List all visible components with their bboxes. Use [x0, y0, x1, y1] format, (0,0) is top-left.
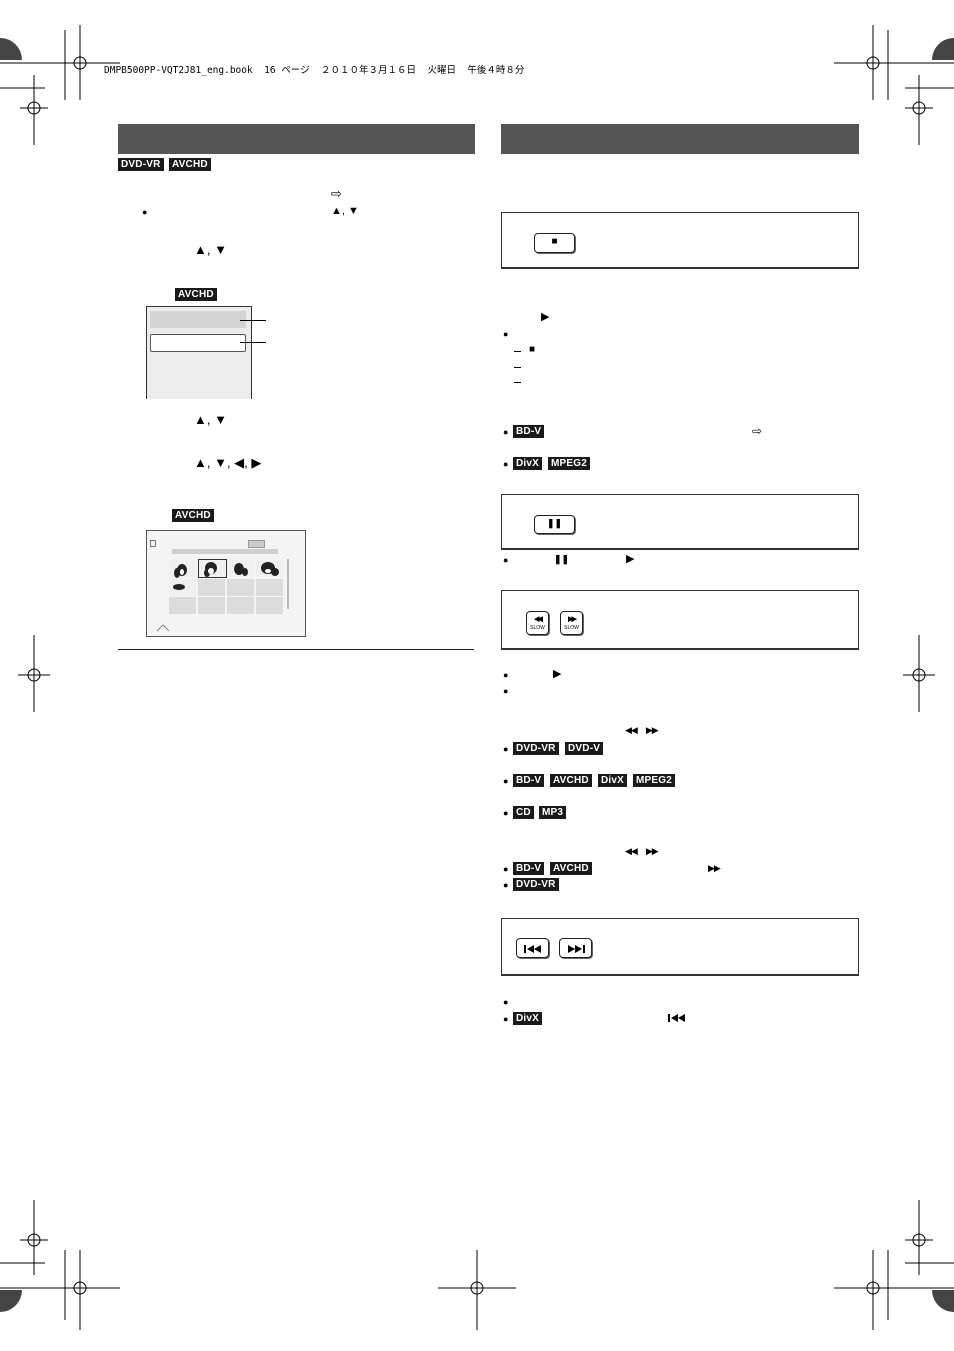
tag-dvd-vr: DVD-VR: [513, 742, 559, 755]
left-section-header-bar: [118, 124, 475, 154]
up-down-buttons: ▲, ▼: [331, 205, 359, 217]
tag-dvd-v: DVD-V: [565, 742, 604, 755]
tag-avchd: AVCHD: [550, 862, 592, 875]
menu-screen-illustration: [146, 306, 252, 399]
bullet: ●: [142, 207, 148, 217]
file-header-line: DMPB500PP-VQT2J81_eng.book 16 ページ ２０１０年３…: [104, 65, 525, 76]
pause-icon-inline: ❚❚: [554, 554, 570, 564]
tag-mpeg2: MPEG2: [548, 457, 591, 470]
pause-icon: ❚❚: [546, 518, 563, 528]
callout-line-2: [240, 342, 266, 343]
right-section-header-bar: [501, 124, 859, 154]
menu-item-selected: [150, 334, 246, 352]
bullet: ●: [503, 686, 509, 696]
skip-previous-icon: [524, 945, 541, 953]
stop-icon: ■: [551, 236, 558, 247]
bullet: ●: [503, 776, 509, 786]
slow-label: SLOW: [530, 625, 545, 631]
tag-dvd-vr: DVD-VR: [513, 878, 559, 891]
menu-item-highlight: [150, 311, 246, 328]
stop-panel: ■: [501, 212, 859, 269]
rewind-icon: ◀◀: [534, 616, 543, 623]
skip-next-button[interactable]: [559, 938, 592, 958]
tag-avchd-screen1: AVCHD: [175, 288, 217, 301]
thumbnail: [227, 579, 254, 596]
left-section-end-rule: [118, 649, 474, 650]
play-icon: ▶: [541, 311, 550, 323]
pause-panel: ❚❚: [501, 494, 859, 550]
tag-bd-v: BD-V: [513, 425, 545, 438]
thumbnail-screen-illustration: [146, 530, 306, 637]
tag-avchd: AVCHD: [550, 774, 592, 787]
callout-line-1: [240, 320, 266, 321]
bullet: ●: [503, 880, 509, 890]
tag-cd: CD: [513, 806, 534, 819]
fast-forward-icon: ▶▶: [568, 616, 577, 623]
tag-dvd-vr: DVD-VR: [118, 158, 164, 171]
bullet: ●: [503, 864, 509, 874]
bullet: ●: [503, 808, 509, 818]
rewind-slow-button[interactable]: ◀◀ SLOW: [526, 611, 549, 635]
tag-bd-v: BD-V: [513, 862, 545, 875]
tag-avchd-screen2: AVCHD: [172, 509, 214, 522]
skip-previous-inline-icon: [668, 1014, 685, 1022]
skip-previous-button[interactable]: [516, 938, 549, 958]
pause-button[interactable]: ❚❚: [534, 515, 575, 534]
play-icon-inline: ▶: [553, 668, 562, 680]
bullet: ●: [503, 329, 509, 339]
dash: [514, 351, 521, 352]
thumbnail: [169, 597, 196, 614]
penguin-images: [156, 562, 279, 632]
bullet: ●: [503, 459, 509, 469]
dash: [514, 367, 521, 368]
direction-buttons: ▲, ▼, ◀, ▶: [194, 455, 262, 470]
scrollbar: [287, 559, 289, 609]
fast-forward-slow-button[interactable]: ▶▶ SLOW: [560, 611, 583, 635]
stop-mark: ■: [529, 344, 536, 355]
bullet: ●: [503, 997, 509, 1007]
up-down-buttons-step: ▲, ▼: [194, 242, 227, 257]
thumbnail: [198, 579, 225, 596]
bullet: ●: [503, 555, 509, 565]
bullet: ●: [503, 427, 509, 437]
search-symbols: ◀◀ ▶▶: [625, 846, 659, 856]
reference-arrow: ⇨: [752, 424, 763, 438]
tag-mp3: MP3: [539, 806, 567, 819]
thumbnail: [227, 597, 254, 614]
dash: [514, 382, 521, 383]
search-symbols: ◀◀ ▶▶: [625, 725, 659, 735]
thumbnail: [256, 597, 283, 614]
thumbnail: [256, 579, 283, 596]
play-icon-inline: ▶: [626, 553, 635, 565]
tag-divx: DivX: [513, 457, 543, 470]
up-down-buttons-step3: ▲, ▼: [194, 412, 227, 427]
bullet: ●: [503, 1014, 509, 1024]
tag-divx: DivX: [598, 774, 628, 787]
skip-panel: [501, 918, 859, 976]
fast-forward-symbol: ▶▶: [708, 863, 721, 873]
thumbnail: [198, 597, 225, 614]
skip-next-icon: [568, 945, 585, 953]
stop-button[interactable]: ■: [534, 233, 575, 253]
tag-divx: DivX: [513, 1012, 543, 1025]
tag-bd-v: BD-V: [513, 774, 545, 787]
reference-arrow: ⇨: [331, 186, 342, 201]
slow-label: SLOW: [564, 625, 579, 631]
search-slow-panel: ◀◀ SLOW ▶▶ SLOW: [501, 590, 859, 650]
bullet: ●: [503, 744, 509, 754]
tag-mpeg2: MPEG2: [633, 774, 676, 787]
bullet: ●: [503, 670, 509, 680]
tag-avchd: AVCHD: [169, 158, 211, 171]
